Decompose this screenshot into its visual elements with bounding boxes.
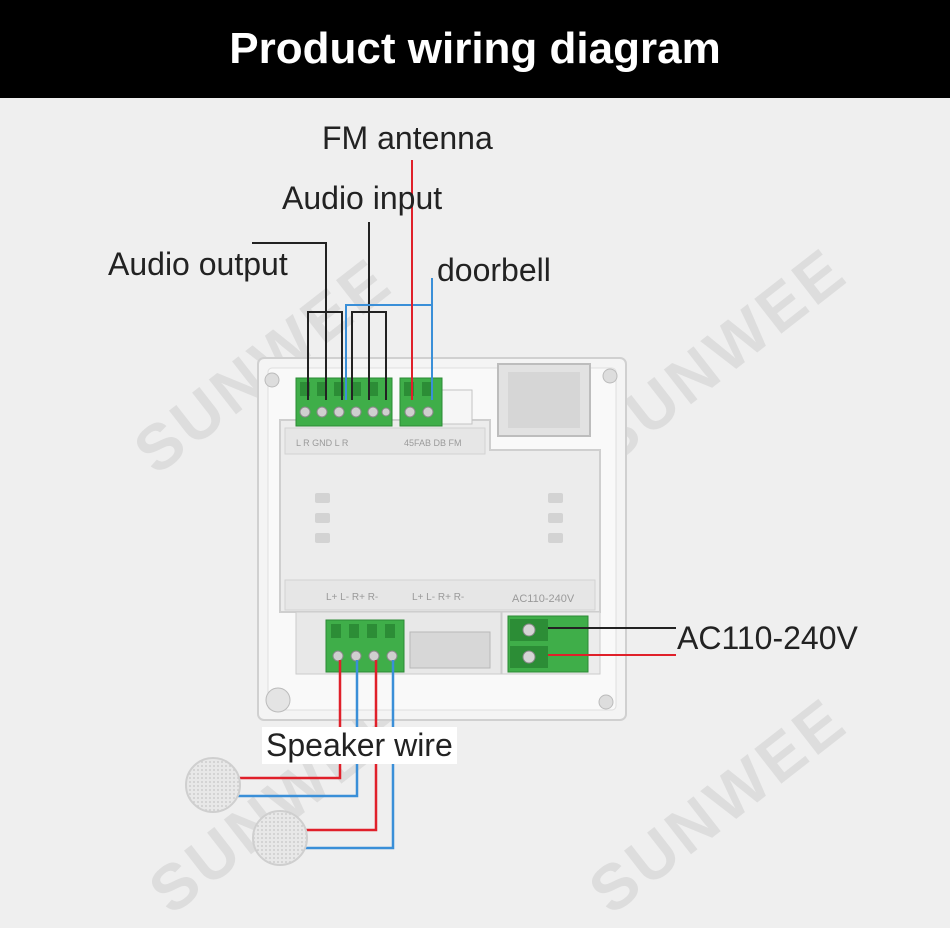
fm-doorbell-terminal-block	[399, 377, 443, 427]
power-terminal-block	[507, 615, 589, 673]
audio-input-wires	[351, 222, 387, 400]
speaker-left-icon	[185, 757, 241, 813]
panel-marking-power: AC110-240V	[512, 593, 575, 605]
screw-hole	[598, 694, 614, 710]
module-housing	[279, 419, 601, 613]
audio-terminal-block	[295, 377, 393, 427]
panel-marking-audio: L R GND L R	[296, 438, 349, 448]
panel-marking-fm: 45FAB DB FM	[404, 438, 462, 448]
label-speaker-wire: Speaker wire	[262, 727, 457, 764]
speaker-right-icon	[252, 810, 308, 866]
speaker-wire-right-pos	[300, 660, 378, 832]
speaker-wire-left-pos	[238, 660, 342, 780]
panel-marking-speaker-left: L+ L- R+ R-	[326, 592, 378, 603]
connector	[439, 389, 473, 425]
screw-hole	[602, 368, 618, 384]
speaker-wire-right-neg	[300, 660, 395, 850]
speaker-wire-left-neg	[238, 660, 359, 798]
label-audio-input: Audio input	[282, 180, 443, 216]
label-doorbell: doorbell	[437, 252, 551, 288]
wiring-diagram: L R GND L R 45FAB DB FM L+ L- R+ R- L+ L…	[185, 160, 676, 866]
label-fm-antenna: FM antenna	[322, 120, 493, 156]
screw-hole	[264, 372, 280, 388]
label-audio-output: Audio output	[108, 246, 288, 282]
screw-hole	[265, 687, 291, 713]
doorbell-wires	[345, 278, 433, 400]
header-bar	[0, 0, 950, 98]
panel-marking-speaker-right: L+ L- R+ R-	[412, 592, 464, 603]
label-power: AC110-240V	[677, 620, 858, 656]
audio-output-wires	[252, 242, 343, 400]
page-title: Product wiring diagram	[229, 24, 721, 73]
